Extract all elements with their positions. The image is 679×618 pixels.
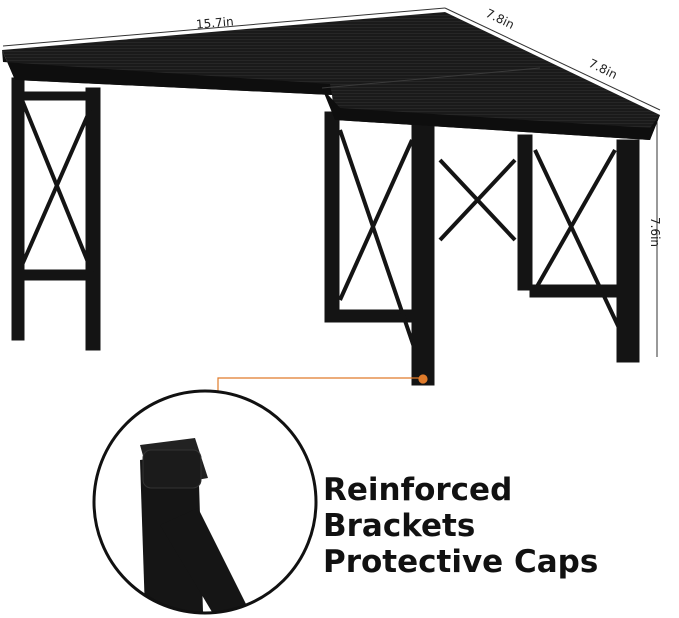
right-leg-frame xyxy=(438,134,640,363)
dimension-lines xyxy=(2,7,661,357)
detail-inset xyxy=(95,392,315,612)
feature-text: Reinforced Brackets Protective Caps xyxy=(323,472,598,580)
height-dimension: 7.6in xyxy=(648,216,663,248)
feature-line-3: Protective Caps xyxy=(323,544,599,580)
left-leg-frame xyxy=(11,77,101,351)
inset-border xyxy=(92,389,318,615)
feature-line-1: Reinforced xyxy=(323,472,513,508)
feature-line-2: Brackets xyxy=(323,508,476,544)
desk-top xyxy=(2,12,660,140)
middle-leg-frame xyxy=(324,111,435,386)
